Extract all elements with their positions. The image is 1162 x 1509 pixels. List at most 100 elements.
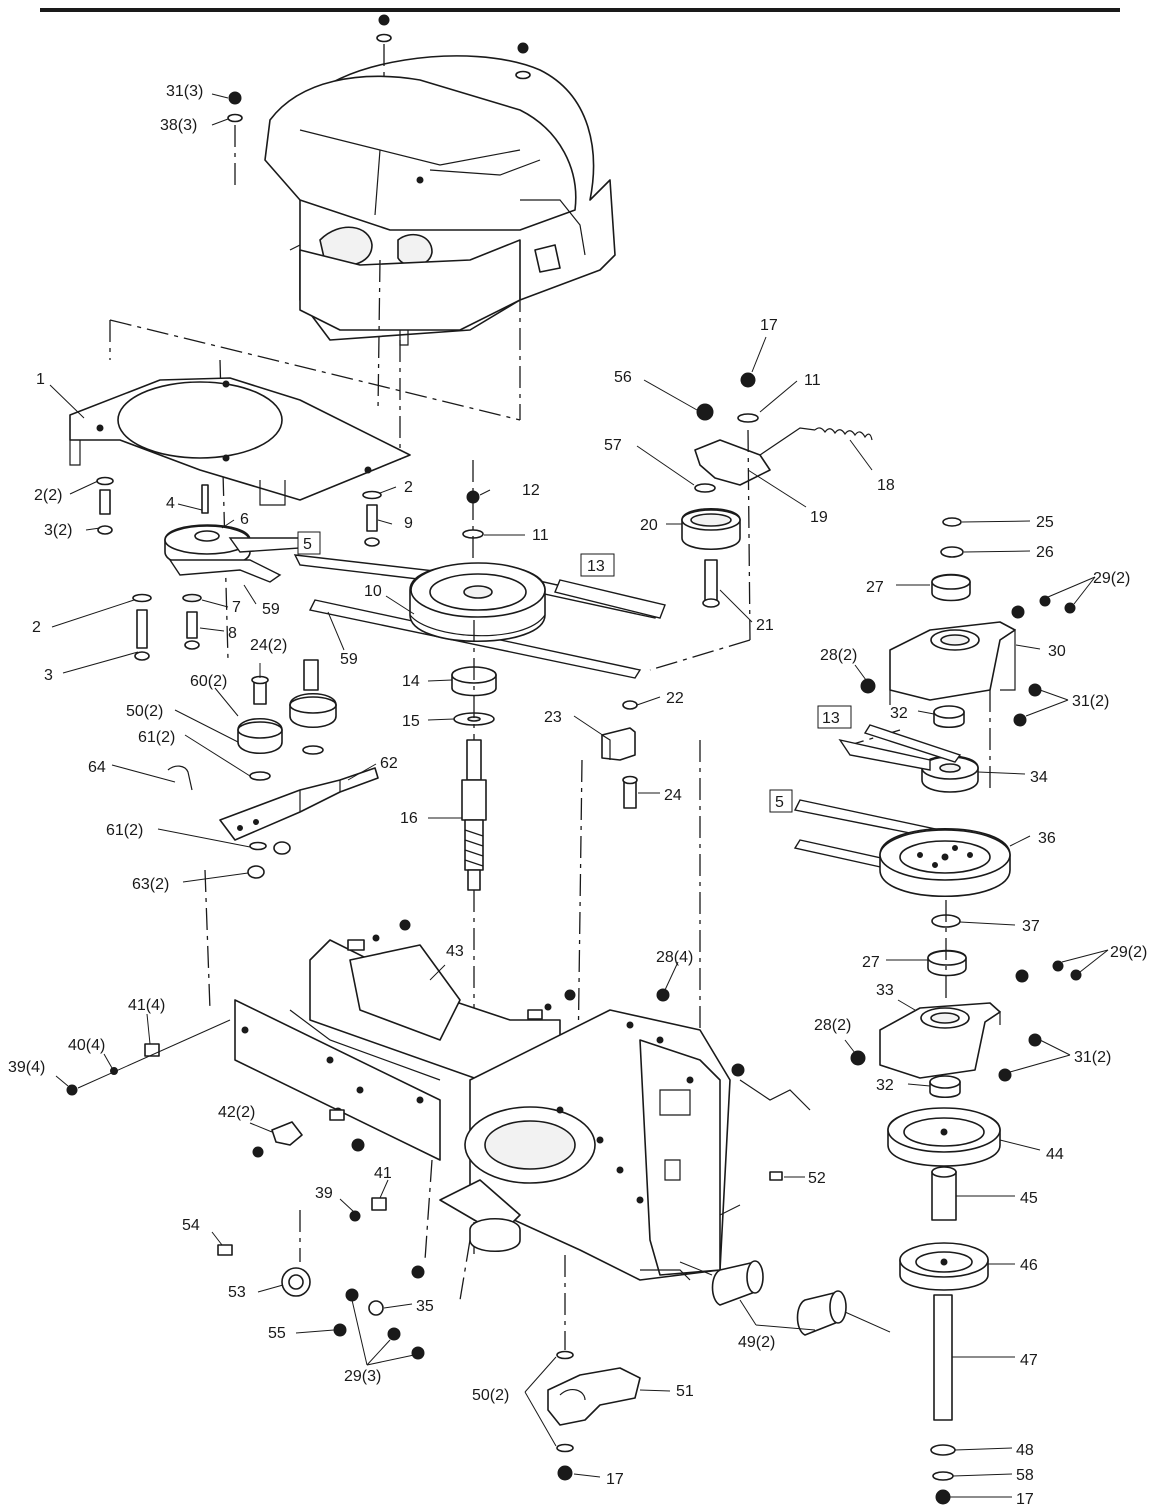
callout-c-11b: 11 <box>804 372 821 389</box>
callout-c-25: 25 <box>1036 514 1054 531</box>
callout-c-61-2a: 61(2) <box>138 729 175 746</box>
callout-c-47: 47 <box>1020 1352 1038 1369</box>
callout-labels: 31(3)38(3)12(2)3(2)462923785959101211141… <box>8 83 1147 1508</box>
boxed-labels: 5 13 13 5 <box>303 536 840 811</box>
callout-c-27a: 27 <box>866 579 884 596</box>
bracket-23 <box>601 700 638 809</box>
callout-c-17b: 17 <box>1016 1491 1034 1508</box>
callout-c-3-2: 3(2) <box>44 522 72 539</box>
callout-c-9: 9 <box>404 515 413 532</box>
callout-c-30: 30 <box>1048 643 1066 660</box>
lower-pulley-stack <box>887 1107 1001 1505</box>
callout-c-23: 23 <box>544 709 562 726</box>
callout-c-39-4: 39(4) <box>8 1059 45 1076</box>
callout-c-19: 19 <box>810 509 828 526</box>
callout-c-55: 55 <box>268 1325 286 1342</box>
callout-c-27b: 27 <box>862 954 880 971</box>
callout-c-63-2: 63(2) <box>132 876 169 893</box>
callout-c-29-2b: 29(2) <box>1110 944 1147 961</box>
callout-c-41: 41 <box>374 1165 392 1182</box>
callout-c-51: 51 <box>676 1383 694 1400</box>
callout-c-59b: 59 <box>340 651 358 668</box>
left-fasteners <box>66 1019 425 1360</box>
boxed-label-b-5a: 5 <box>303 536 312 553</box>
callout-c-60-2: 60(2) <box>190 673 227 690</box>
callout-c-40-4: 40(4) <box>68 1037 105 1054</box>
callout-c-37: 37 <box>1022 918 1040 935</box>
callout-c-2-2: 2(2) <box>34 487 62 504</box>
boxed-label-5-frame <box>297 531 321 555</box>
main-pulley-10 <box>409 562 546 642</box>
callout-c-21: 21 <box>756 617 774 634</box>
callout-c-45: 45 <box>1020 1190 1038 1207</box>
callout-c-12: 12 <box>522 482 540 499</box>
engine-mount-bolts <box>227 14 531 185</box>
callout-c-26: 26 <box>1036 544 1054 561</box>
callout-c-32b: 32 <box>876 1077 894 1094</box>
tensioner-assembly <box>681 372 873 608</box>
callout-c-20: 20 <box>640 517 658 534</box>
callout-c-15: 15 <box>402 713 420 730</box>
callout-c-17a: 17 <box>760 317 778 334</box>
callout-c-33: 33 <box>876 982 894 999</box>
callout-c-1: 1 <box>36 371 45 388</box>
engine <box>264 55 616 346</box>
callout-c-24: 24 <box>664 787 682 804</box>
large-pulley-36 <box>879 828 1011 897</box>
callout-c-34: 34 <box>1030 769 1048 786</box>
boxed-label-13-frame <box>580 553 615 577</box>
boxed-label-b-5b: 5 <box>775 794 784 811</box>
bearing-bracket-33 <box>850 960 1082 1099</box>
idler-pulley-34 <box>921 755 979 793</box>
callout-c-8: 8 <box>228 625 237 642</box>
callout-c-50-2b: 50(2) <box>472 1387 509 1404</box>
callout-c-14: 14 <box>402 673 420 690</box>
callout-c-4: 4 <box>166 495 175 512</box>
callout-c-28-2b: 28(2) <box>814 1017 851 1034</box>
callout-c-42-2: 42(2) <box>218 1104 255 1121</box>
callout-c-41-4: 41(4) <box>128 997 165 1014</box>
bearing-bracket-30 <box>860 517 1076 729</box>
callout-c-28-4: 28(4) <box>656 949 693 966</box>
leader-lines <box>49 93 1109 1498</box>
callout-c-16: 16 <box>400 810 418 827</box>
callout-c-31-2b: 31(2) <box>1074 1049 1111 1066</box>
callout-c-52: 52 <box>808 1170 826 1187</box>
callout-c-44: 44 <box>1046 1146 1064 1163</box>
engine-mount-plate <box>69 377 411 506</box>
callout-c-22: 22 <box>666 690 684 707</box>
callout-c-32a: 32 <box>890 705 908 722</box>
callout-c-29-3: 29(3) <box>344 1368 381 1385</box>
callout-c-61-2b: 61(2) <box>106 822 143 839</box>
rollers-49 <box>679 1260 891 1336</box>
callout-c-38-3: 38(3) <box>160 117 197 134</box>
boxed-label-b-13a: 13 <box>587 558 605 575</box>
callout-c-39: 39 <box>315 1185 333 1202</box>
callout-c-10: 10 <box>364 583 382 600</box>
callout-c-57: 57 <box>604 437 622 454</box>
main-housing <box>234 939 731 1281</box>
idler-bracket-62 <box>167 659 379 879</box>
callout-c-31-3: 31(3) <box>166 83 203 100</box>
callout-c-6: 6 <box>240 511 249 528</box>
callout-c-36: 36 <box>1038 830 1056 847</box>
callout-c-28-2a: 28(2) <box>820 647 857 664</box>
callout-c-58: 58 <box>1016 1467 1034 1484</box>
boxed-label-b-13b: 13 <box>822 710 840 727</box>
boxed-label-5b-frame <box>769 789 793 813</box>
boxed-label-13b-frame <box>817 705 852 729</box>
callout-c-7: 7 <box>232 599 241 616</box>
callout-c-17c: 17 <box>606 1471 624 1488</box>
callout-c-56: 56 <box>614 369 632 386</box>
callout-c-2a: 2 <box>404 479 413 496</box>
callout-c-24-2: 24(2) <box>250 637 287 654</box>
callout-c-46: 46 <box>1020 1257 1038 1274</box>
callout-c-2b: 2 <box>32 619 41 636</box>
callout-c-35: 35 <box>416 1298 434 1315</box>
caster-bracket-51 <box>547 1255 641 1481</box>
callout-c-50-2a: 50(2) <box>126 703 163 720</box>
callout-c-48: 48 <box>1016 1442 1034 1459</box>
callout-c-54: 54 <box>182 1217 200 1234</box>
callout-c-31-2a: 31(2) <box>1072 693 1109 710</box>
